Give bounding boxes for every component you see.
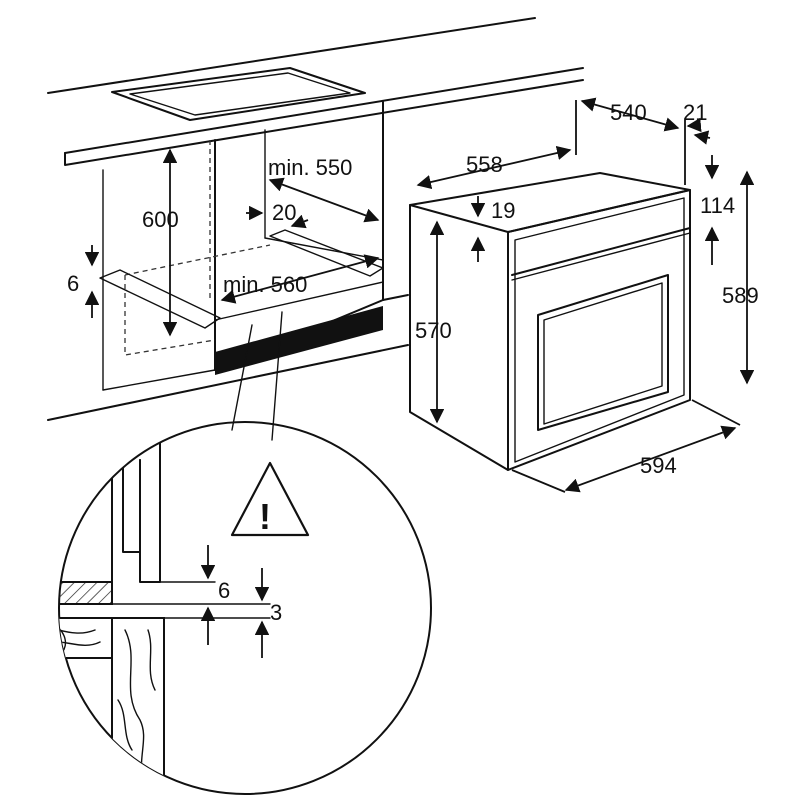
oven-depth-total-label: 540 [610,100,647,125]
detail-callout: 6 3 ! [58,311,432,795]
oven-depth-body-label: 558 [466,152,503,177]
cab-gap-label: 6 [67,271,79,296]
oven-height-total-label: 589 [722,283,759,308]
oven-body-height-label: 570 [415,318,452,343]
detail-clearance-label: 3 [270,600,282,625]
oven-dimensions: 540 21 558 19 114 589 570 594 [415,97,759,493]
cab-depth-line [268,177,380,223]
cab-width-line [220,254,380,304]
oven-top-step-label: 19 [491,198,515,223]
detail-circle [58,421,432,795]
cab-offset-label: 20 [272,200,296,225]
oven-panel-height-label: 114 [700,193,735,218]
cab-offset-arrow-right [290,214,309,229]
cabinet-dimensions: 600 min. 550 20 6 min. 560 [67,148,380,337]
cab-depth-label: min. 550 [268,155,352,180]
oven-width-line [564,425,737,493]
oven-front-label: 21 [683,100,707,125]
oven-depth-body-line [416,145,572,190]
oven-appliance [409,172,691,471]
detail-gap-label: 6 [218,578,230,603]
oven-depth-total-line [580,97,680,132]
cab-height-label: 600 [142,207,179,232]
warning-glyph: ! [259,496,271,537]
oven-width-label: 594 [640,453,677,478]
cab-width-label: min. 560 [223,272,307,297]
warning-triangle-icon: ! [230,461,310,537]
kitchen-cabinet [47,17,584,421]
